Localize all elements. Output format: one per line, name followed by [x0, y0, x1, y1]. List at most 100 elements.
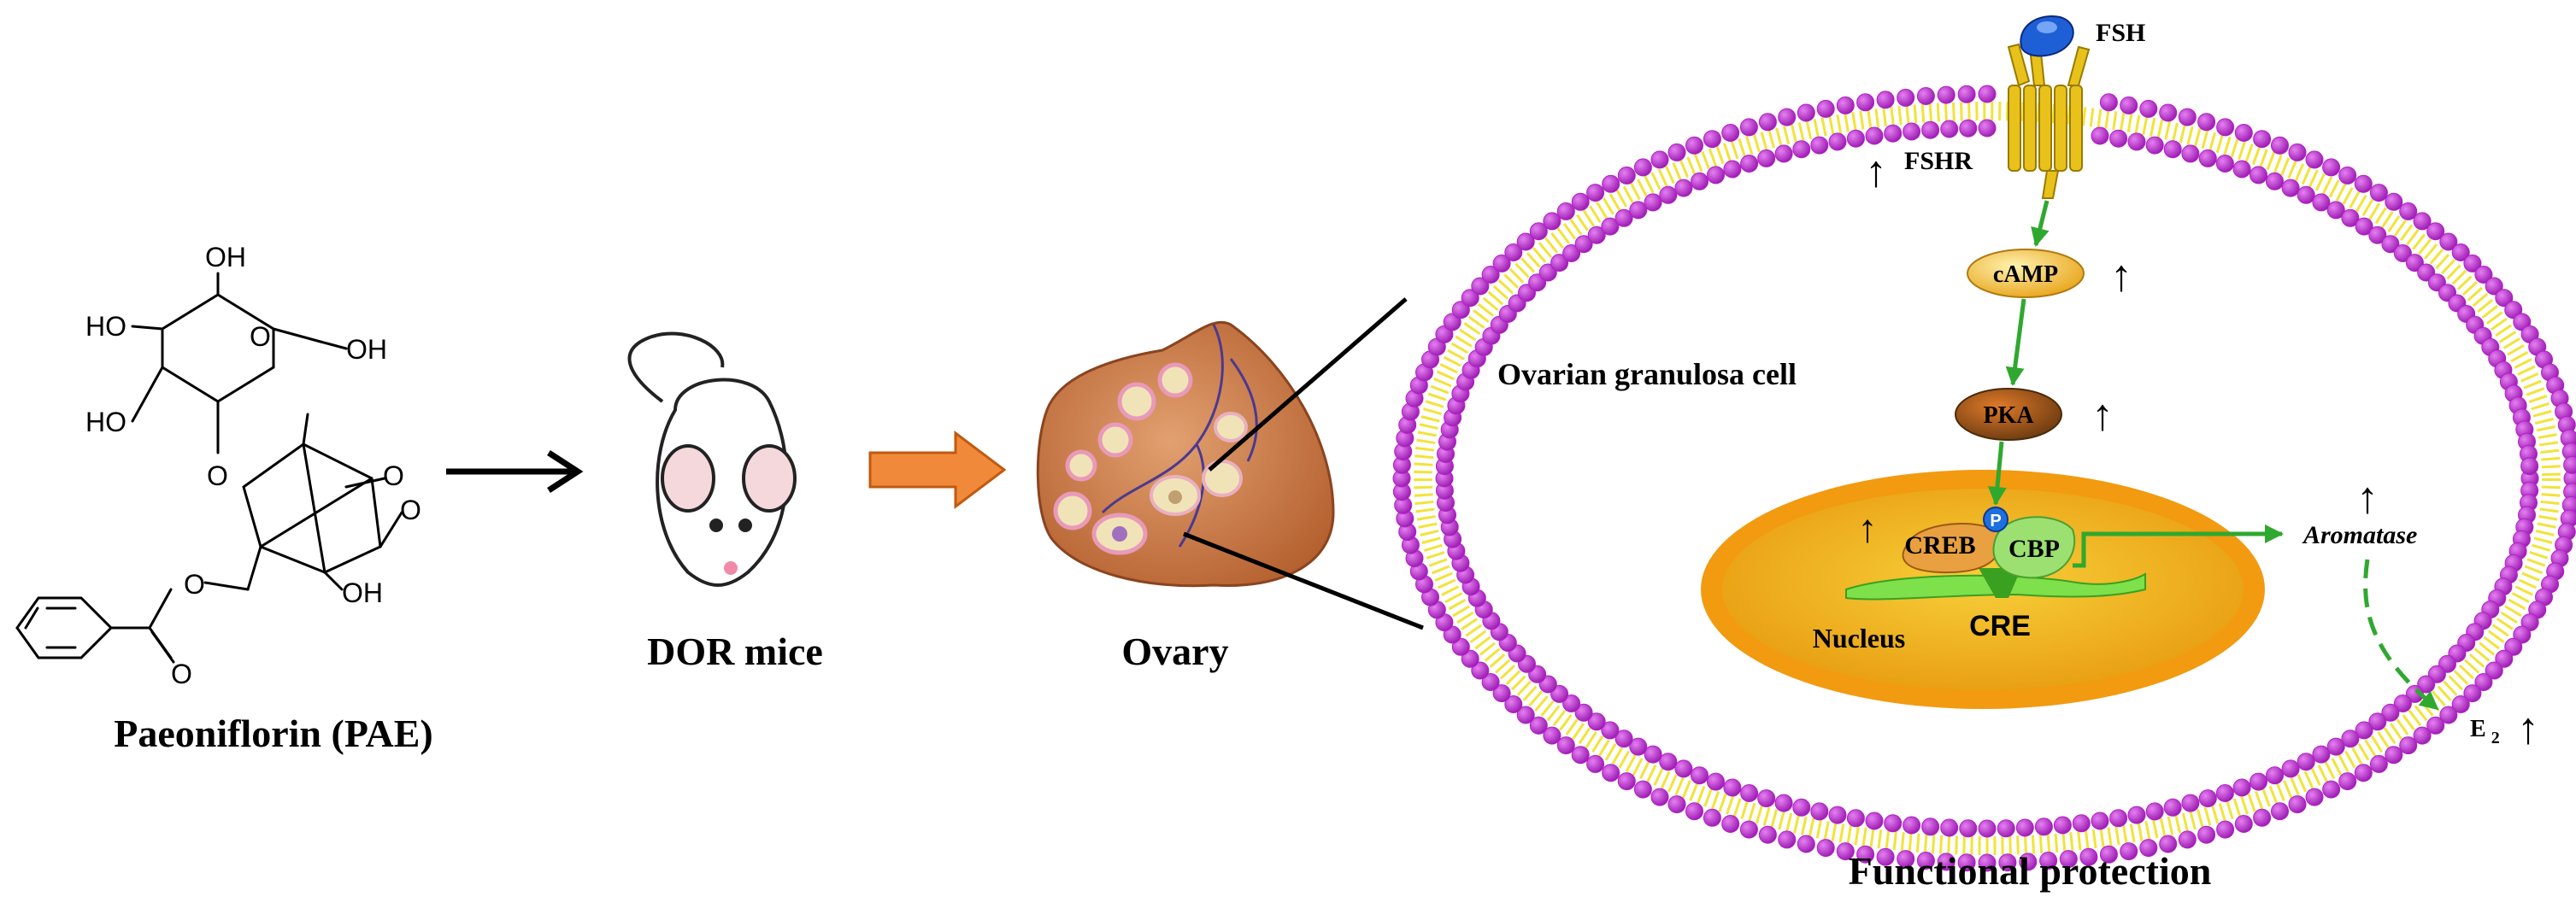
up-arrow-camp: ↑: [2110, 252, 2132, 301]
lipid-head: [2181, 794, 2200, 812]
lipid-head: [1865, 126, 1884, 145]
lipid-head: [1876, 847, 1895, 866]
lipid-head: [2338, 772, 2357, 791]
lipid-head: [2381, 235, 2400, 254]
lipid-head: [1836, 842, 1855, 861]
lipid-head: [1614, 208, 1633, 227]
mouse-left-ear: [661, 444, 715, 513]
lipid-head: [2197, 113, 2216, 132]
lipid-head: [1461, 289, 1479, 308]
lipid-head: [2281, 179, 2300, 197]
lipid-head: [2368, 712, 2387, 731]
lipid-head: [1723, 160, 1742, 179]
cage-outline: [242, 442, 382, 574]
cre-element: [1979, 568, 2021, 598]
lipid-head: [1586, 184, 1605, 202]
lipid-head: [2139, 99, 2158, 118]
lipid-head: [2297, 185, 2315, 204]
lipid-head: [2178, 108, 2197, 126]
lipid-head: [2059, 850, 2078, 869]
follicle-9: [1214, 412, 1248, 442]
lipid-head: [1978, 853, 1997, 872]
lipid-head: [2288, 143, 2307, 161]
fsh-highlight: [2037, 21, 2057, 33]
lipid-head: [1601, 217, 1620, 236]
arrow-camp-to-pka: [2005, 298, 2026, 386]
lipid-head: [2474, 266, 2493, 284]
lipid-head: [2250, 772, 2267, 791]
lipid-head: [1451, 637, 1470, 656]
cbp-protein: [1992, 516, 2076, 579]
up-arrow-aromatase: ↑: [2356, 474, 2379, 523]
atom-o-ring: O: [250, 321, 271, 352]
lipid-head: [2099, 845, 2118, 864]
lipid-head: [2393, 694, 2412, 712]
lipid-head: [1601, 721, 1620, 740]
lipid-head: [1937, 85, 1956, 104]
lipid-head: [2326, 737, 2345, 756]
lipid-head: [1574, 235, 1593, 254]
lipid-head: [1846, 129, 1865, 148]
lipid-head: [2495, 649, 2514, 668]
aromatase-label: Aromatase: [2302, 521, 2417, 549]
lipid-head: [1504, 243, 1523, 261]
lipid-head: [1571, 192, 1590, 211]
lipid-head: [1978, 85, 1997, 103]
lipid-head: [1644, 745, 1662, 764]
lipid-head: [2326, 201, 2345, 220]
lipid-head: [2485, 277, 2503, 296]
lipid-head: [2034, 817, 2053, 836]
lipid-head: [2216, 118, 2235, 137]
lipid-head: [1884, 814, 1903, 833]
lipid-head: [2563, 455, 2576, 474]
lipid-head: [1685, 136, 1703, 155]
lipid-head: [1959, 119, 1978, 138]
zoom-line-top: [1208, 297, 1408, 472]
lipid-head: [2253, 808, 2272, 827]
lipid-head: [2159, 835, 2178, 853]
cre-label: CRE: [1969, 610, 2031, 642]
lipid-head: [1707, 772, 1725, 791]
lipid-head: [1816, 839, 1835, 858]
lipid-head: [2305, 788, 2324, 806]
lipid-head: [2281, 759, 2300, 778]
lipid-head: [1978, 819, 1997, 838]
lipid-head: [1659, 185, 1678, 204]
lipid-head: [2463, 684, 2482, 703]
follicle-8: [1202, 460, 1243, 497]
lipid-head: [1481, 673, 1500, 691]
lipid-head: [1810, 802, 1829, 821]
mouse-nose: [724, 561, 738, 575]
lipid-head: [1451, 301, 1470, 319]
lipid-head: [1778, 108, 1797, 126]
lipid-head: [2381, 703, 2400, 722]
oocyte-2: [1168, 490, 1182, 504]
lipid-head: [1997, 819, 2015, 838]
atom-ho-lower: HO: [85, 407, 126, 437]
lipid-head: [1703, 130, 1721, 149]
atom-o-link: O: [207, 460, 228, 491]
lipid-head: [1629, 737, 1648, 756]
atom-o-ester: O: [184, 569, 205, 600]
lipid-head: [1629, 201, 1648, 220]
lipid-head: [1921, 120, 1940, 139]
lipid-head: [1739, 118, 1758, 137]
ovary-vessels: [1101, 324, 1258, 548]
lipid-head: [1659, 753, 1678, 771]
lipid-head: [2215, 784, 2234, 802]
lipid-head: [1587, 712, 1606, 731]
cell-caption: Functional protection: [1849, 849, 2212, 893]
mouse-right-eye: [738, 519, 752, 532]
mouse-body: [656, 378, 789, 587]
lipid-head: [1876, 91, 1895, 109]
lipid-head: [2109, 129, 2128, 148]
lipid-tails: [1414, 102, 2561, 855]
follicle-3: [1097, 422, 1133, 458]
lipid-head: [1978, 119, 1997, 138]
atom-oh-cage: OH: [342, 577, 383, 608]
lipid-head: [1757, 149, 1776, 167]
mouse-right-ear: [742, 444, 797, 513]
mouse-left-eye: [709, 519, 723, 532]
benzene-ring: [15, 596, 114, 659]
follicle-2: [1157, 362, 1193, 398]
